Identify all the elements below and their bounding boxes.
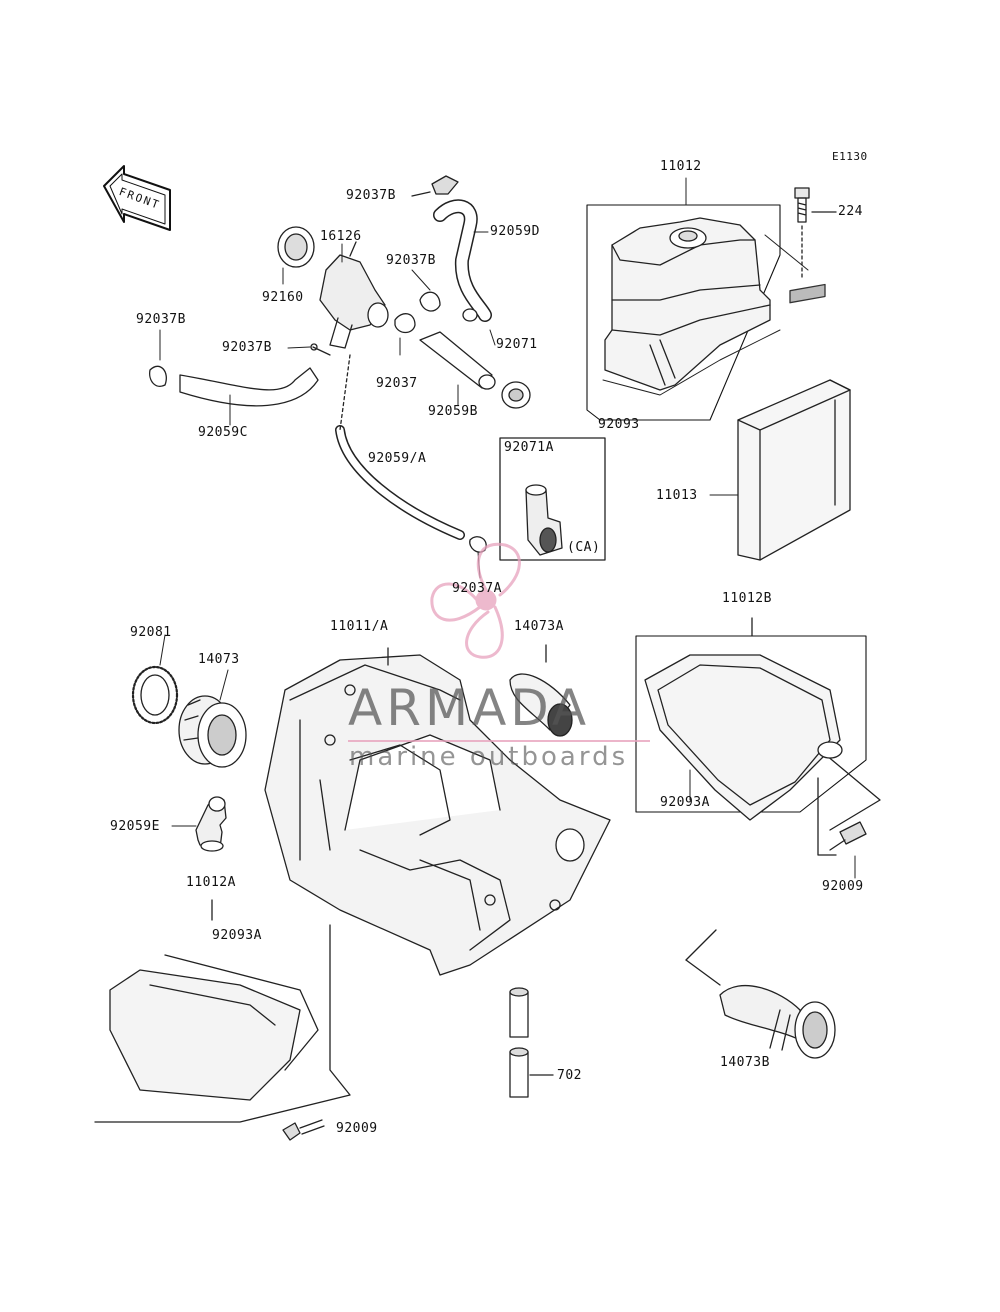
upper-case-11012-drawing (586, 204, 809, 421)
valve-16126-drawing (277, 226, 389, 349)
part-label-92081: 92081 (130, 625, 172, 640)
tubes-702-drawing (509, 987, 554, 1098)
part-label-92093: 92093 (598, 417, 640, 432)
part-label-92093A-left: 92093A (212, 928, 262, 943)
tubes-drawing (179, 331, 531, 540)
diagram-code: E1130 (832, 150, 868, 163)
part-label-11012A: 11012A (186, 875, 236, 890)
watermark-logo (430, 542, 521, 659)
part-label-92037B-top: 92037B (346, 188, 396, 203)
duct-14073A-drawing (509, 644, 573, 737)
ca-detail-box-drawing (499, 437, 606, 561)
part-label-224: 224 (838, 204, 863, 219)
part-label-11011A: 11011/A (330, 619, 389, 634)
bolt-92009-right-drawing (817, 777, 867, 856)
part-label-11013: 11013 (656, 488, 698, 503)
part-label-92037B-small: 92037B (222, 340, 272, 355)
part-label-11012: 11012 (660, 159, 702, 174)
part-label-92037B-mid: 92037B (386, 253, 436, 268)
part-label-92093A-right: 92093A (660, 795, 710, 810)
part-label-92037: 92037 (376, 376, 418, 391)
right-cover-drawing (635, 617, 881, 831)
part-label-92059E: 92059E (110, 819, 160, 834)
part-label-92059A: 92059/A (368, 451, 427, 466)
part-label-92009-right: 92009 (822, 879, 864, 894)
watermark-subtitle: marine outboards (349, 742, 629, 772)
part-label-14073: 14073 (198, 652, 240, 667)
watermark-divider (348, 740, 650, 742)
part-label-92059C: 92059C (198, 425, 248, 440)
part-label-92037B-left: 92037B (136, 312, 186, 327)
main-case-drawing (264, 647, 611, 976)
watermark-title: ARMADA (348, 679, 591, 737)
part-label-92071: 92071 (496, 337, 538, 352)
part-label-ca: (CA) (567, 540, 601, 555)
bolt-224-drawing (794, 187, 837, 281)
ring-92081-drawing (131, 665, 179, 725)
part-label-92059B: 92059B (428, 404, 478, 419)
part-label-16126: 16126 (320, 229, 362, 244)
part-label-92059D: 92059D (490, 224, 540, 239)
clamps-drawing (149, 291, 487, 553)
left-cover-drawing (94, 899, 351, 1123)
bolt-92009-bottom-drawing (282, 1119, 325, 1141)
boot-14073-drawing (178, 695, 247, 768)
elbow-92059E-drawing (195, 796, 227, 852)
part-label-92037A: 92037A (452, 581, 502, 596)
front-arrow-icon (103, 165, 171, 231)
part-label-92160: 92160 (262, 290, 304, 305)
part-label-14073B: 14073B (720, 1055, 770, 1070)
part-label-92071A: 92071A (504, 440, 554, 455)
hoses-top-drawing (411, 175, 492, 322)
part-label-92009-bottom: 92009 (336, 1121, 378, 1136)
part-label-702: 702 (557, 1068, 582, 1083)
part-label-14073A: 14073A (514, 619, 564, 634)
air-filter-element-drawing (737, 283, 851, 561)
duct-14073B-drawing (685, 929, 836, 1059)
part-label-11012B: 11012B (722, 591, 772, 606)
